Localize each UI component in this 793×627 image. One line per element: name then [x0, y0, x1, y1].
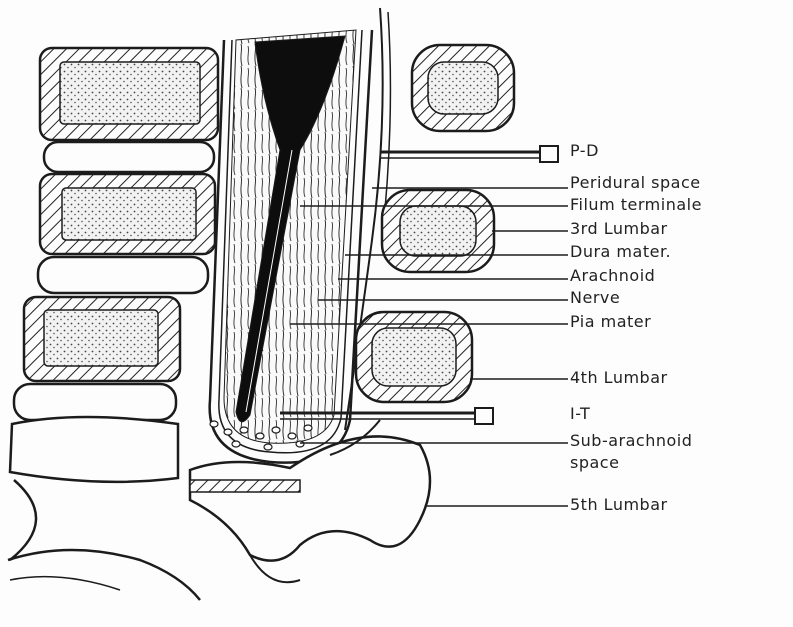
- label-subarachnoid: Sub-arachnoid: [570, 432, 692, 450]
- label-filum-terminale: Filum terminale: [570, 196, 702, 214]
- label-nerve: Nerve: [570, 289, 620, 307]
- intervertebral-disc: [44, 142, 214, 172]
- label-4th-lumbar: 4th Lumbar: [570, 369, 668, 387]
- label-peridural-space: Peridural space: [570, 174, 701, 192]
- label-dura-mater: Dura mater.: [570, 243, 671, 261]
- label-subarachnoid-space: space: [570, 454, 619, 472]
- label-it: I-T: [570, 405, 590, 423]
- sacrum: [10, 417, 178, 482]
- vertebral-bodies-left: [8, 48, 218, 600]
- intervertebral-disc: [38, 257, 208, 293]
- label-5th-lumbar: 5th Lumbar: [570, 496, 668, 514]
- label-pia-mater: Pia mater: [570, 313, 651, 331]
- fifth-lumbar-bone: [190, 436, 430, 560]
- pd-needle: [380, 146, 558, 162]
- label-3rd-lumbar: 3rd Lumbar: [570, 220, 668, 238]
- intervertebral-disc: [14, 384, 176, 420]
- label-pd: P-D: [570, 142, 599, 160]
- label-arachnoid: Arachnoid: [570, 267, 655, 285]
